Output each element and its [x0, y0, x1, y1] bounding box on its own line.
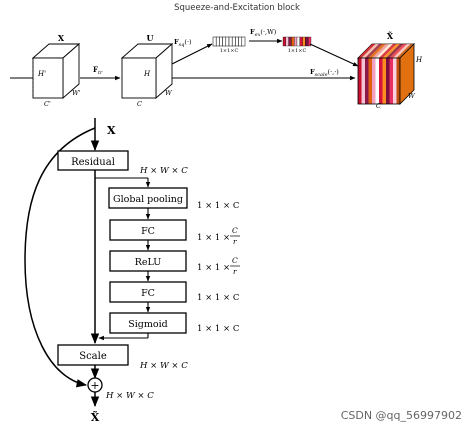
cube-stripe	[365, 58, 369, 104]
c3-label: C	[376, 102, 381, 110]
excitation-cell	[288, 36, 292, 47]
cube-top-stripe	[375, 44, 393, 58]
cube-stripe	[361, 58, 366, 104]
squeeze-cell	[238, 36, 243, 47]
cube-top-stripe	[379, 44, 397, 58]
cube-stripe	[382, 58, 387, 104]
cube-stripe	[375, 58, 380, 104]
global-pooling-label: Global pooling	[113, 194, 183, 205]
cube-side-face	[399, 43, 415, 105]
fscale-label: Fscale(·,·)	[310, 68, 339, 78]
cube-x-tilde	[357, 43, 415, 105]
cube-u	[120, 43, 174, 99]
cube-stripe	[372, 58, 376, 104]
excitation-cell	[296, 36, 300, 47]
excitation-cell	[291, 36, 295, 47]
cube-stripe	[379, 58, 383, 104]
squeeze-vector	[212, 36, 246, 47]
cube-x	[31, 43, 81, 99]
dim-fc1-num: C	[232, 226, 238, 235]
cube-top-stripe	[372, 44, 390, 58]
excitation-cell	[308, 36, 312, 47]
x-label: X	[58, 33, 65, 43]
w2-label: W	[165, 89, 173, 97]
watermark: CSDN @qq_56997902	[341, 409, 462, 422]
dim-pool: 1 × 1 × C	[197, 201, 239, 211]
cube-top-stripe	[368, 44, 386, 58]
squeeze-cell	[235, 36, 239, 47]
dim-relu-num: C	[232, 256, 238, 265]
h3-label: H	[415, 56, 423, 64]
cube-top-stripe	[389, 44, 407, 58]
fc2-label: FC	[141, 288, 155, 299]
cube-top-stripe	[361, 44, 379, 58]
cube-top-stripe	[358, 44, 376, 58]
u-label: U	[147, 33, 154, 43]
xtilde-label: X̃	[387, 31, 394, 41]
dim-scale: H × W × C	[139, 361, 188, 371]
cube-stripe	[393, 58, 397, 104]
sigmoid-label: Sigmoid	[128, 319, 167, 330]
h2-label: H	[143, 70, 151, 78]
cube-stripe	[396, 58, 401, 104]
dim-relu-den: r	[233, 267, 237, 276]
dim-ex: 1×1×C	[288, 48, 307, 54]
cube-top-stripe	[386, 44, 404, 58]
cube-stripe	[368, 58, 373, 104]
w1-label: W'	[72, 89, 81, 97]
fex-label: Fex(·,W)	[250, 28, 277, 38]
output-x-tilde-label: X̃	[91, 411, 100, 424]
h1-label: H'	[37, 70, 46, 78]
squeeze-cell	[241, 36, 246, 47]
cube-stripe	[386, 58, 390, 104]
cube-stripe	[358, 58, 362, 104]
residual-label: Residual	[71, 157, 115, 168]
squeeze-cell	[222, 36, 227, 47]
excitation-vector	[282, 36, 312, 47]
c2-label: C	[137, 100, 142, 108]
residual-block	[57, 150, 129, 171]
dim-residual: H × W × C	[139, 166, 188, 176]
excite-to-scale-arrow	[309, 43, 359, 67]
dim-fc1-prefix: 1 × 1 ×	[197, 233, 230, 243]
squeeze-cell	[225, 36, 230, 47]
excitation-cell	[299, 36, 303, 47]
excitation-cell	[305, 36, 309, 47]
sum-plus: +	[90, 379, 99, 392]
excitation-cell	[294, 36, 298, 47]
scale-block	[57, 344, 129, 366]
dim-sq: 1×1×C	[220, 48, 239, 54]
cube-top-stripe	[365, 44, 383, 58]
dim-sigmoid: 1 × 1 × C	[197, 324, 239, 334]
squeeze-cell	[212, 36, 217, 47]
cube-stripe	[389, 58, 394, 104]
relu-label: ReLU	[135, 257, 162, 268]
fc1-label: FC	[141, 226, 155, 237]
dim-sum: H × W × C	[105, 391, 154, 401]
squeeze-cell	[228, 36, 233, 47]
excitation-cell	[302, 36, 306, 47]
cube-top-stripe	[393, 44, 411, 58]
c1-label: C'	[44, 100, 51, 108]
w3-label: W	[408, 92, 416, 100]
input-x-label: X	[107, 124, 116, 137]
fsq-label: Fsq(·)	[174, 38, 192, 48]
fsq-arrow	[171, 43, 213, 65]
cube-top-stripe	[396, 44, 414, 58]
excitation-cell	[285, 36, 289, 47]
squeeze-cell	[219, 36, 223, 47]
skip-connection	[24, 127, 96, 388]
squeeze-cell	[215, 36, 220, 47]
cube-top-stripe	[382, 44, 400, 58]
excitation-cell	[282, 36, 286, 47]
squeeze-cell	[231, 36, 236, 47]
dim-fc2: 1 × 1 × C	[197, 293, 239, 303]
dim-relu-prefix: 1 × 1 ×	[197, 263, 230, 273]
scale-label: Scale	[79, 351, 107, 362]
dim-fc1-den: r	[233, 237, 237, 246]
ftr-label: Ftr	[93, 65, 103, 76]
top-title: Squeeze-and-Excitation block	[174, 3, 300, 13]
